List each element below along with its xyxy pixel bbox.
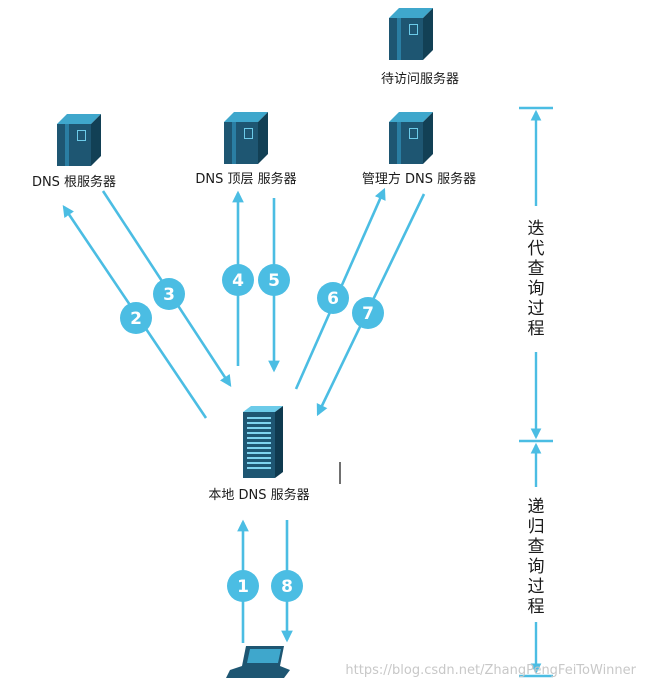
svg-text:递: 递 xyxy=(528,497,545,517)
step-8-badge: 8 xyxy=(271,570,303,602)
svg-text:询: 询 xyxy=(528,557,545,577)
iterative-bracket xyxy=(519,106,553,443)
target-server-label: 待访问服务器 xyxy=(381,71,459,87)
step-6-badge: 6 xyxy=(317,282,349,314)
svg-text:程: 程 xyxy=(528,597,545,617)
svg-text:迭: 迭 xyxy=(528,219,545,239)
watermark: https://blog.csdn.net/ZhangPengFeiToWinn… xyxy=(345,663,636,678)
svg-text:1: 1 xyxy=(237,577,249,597)
svg-text:查: 查 xyxy=(528,537,545,557)
step-5-badge: 5 xyxy=(258,264,290,296)
root-server-icon xyxy=(57,114,101,166)
svg-text:程: 程 xyxy=(528,319,545,339)
step-4-badge: 4 xyxy=(222,264,254,296)
recursive-bracket xyxy=(519,442,553,678)
recursive-label: 递 归 查 询 过 程 xyxy=(528,497,545,617)
tld-server-label: DNS 顶层 服务器 xyxy=(195,171,296,187)
svg-text:2: 2 xyxy=(130,309,142,329)
local-dns-label: 本地 DNS 服务器 xyxy=(208,487,309,503)
svg-text:归: 归 xyxy=(528,517,545,537)
tld-server-icon xyxy=(224,112,268,164)
auth-server-icon xyxy=(389,112,433,164)
auth-server-label: 管理方 DNS 服务器 xyxy=(362,171,476,187)
svg-text:7: 7 xyxy=(362,304,374,324)
svg-text:3: 3 xyxy=(163,285,175,305)
step-7-badge: 7 xyxy=(352,297,384,329)
svg-text:查: 查 xyxy=(528,259,545,279)
svg-text:4: 4 xyxy=(232,271,244,291)
svg-text:询: 询 xyxy=(528,279,545,299)
step-1-badge: 1 xyxy=(227,570,259,602)
step-2-badge: 2 xyxy=(120,302,152,334)
svg-text:过: 过 xyxy=(528,577,545,597)
svg-text:6: 6 xyxy=(327,289,339,309)
svg-text:5: 5 xyxy=(268,271,280,291)
svg-text:8: 8 xyxy=(281,577,293,597)
step-3-badge: 3 xyxy=(153,278,185,310)
target-server-icon xyxy=(389,8,433,60)
svg-text:代: 代 xyxy=(528,239,545,259)
local-dns-server-icon xyxy=(243,406,283,478)
iterative-label: 迭 代 查 询 过 程 xyxy=(528,219,545,339)
root-server-label: DNS 根服务器 xyxy=(32,174,116,190)
laptop-icon xyxy=(226,646,290,678)
svg-text:过: 过 xyxy=(528,299,545,319)
